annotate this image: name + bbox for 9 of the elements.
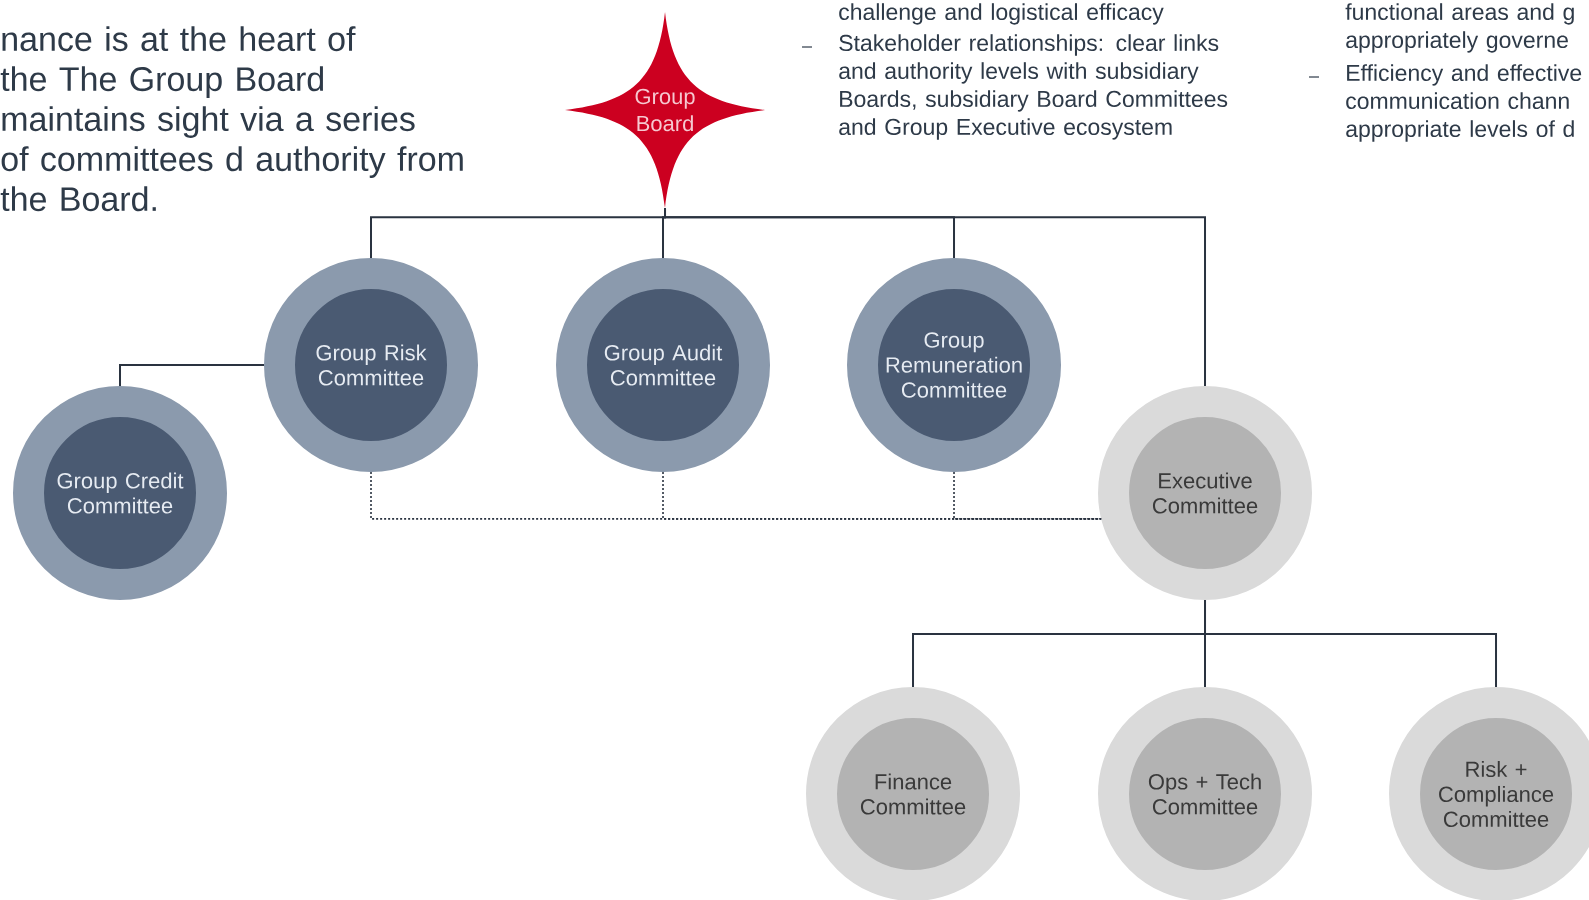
bullet-text: functional areas and g appropriately governe xyxy=(1345,3,1574,53)
dotted-connector xyxy=(953,471,1102,520)
connector-line xyxy=(1204,599,1497,688)
connector-line xyxy=(119,364,265,387)
intro-paragraph: nance is at the heart of the The Group Board maintains sight via a series of committees d authority from the Board. xyxy=(0,26,463,212)
bullet-text: Efficiency and effective communication chann appropriate levels of d xyxy=(1346,64,1582,142)
connector-line xyxy=(664,207,1206,387)
bullet-text: challenge and logistical efficacy xyxy=(839,3,1164,25)
bullet-text: Stakeholder relationships: clear links and authority levels with subsidiary Boards, subsidiary Board Committees and Group Executive ecosystem xyxy=(839,34,1228,140)
